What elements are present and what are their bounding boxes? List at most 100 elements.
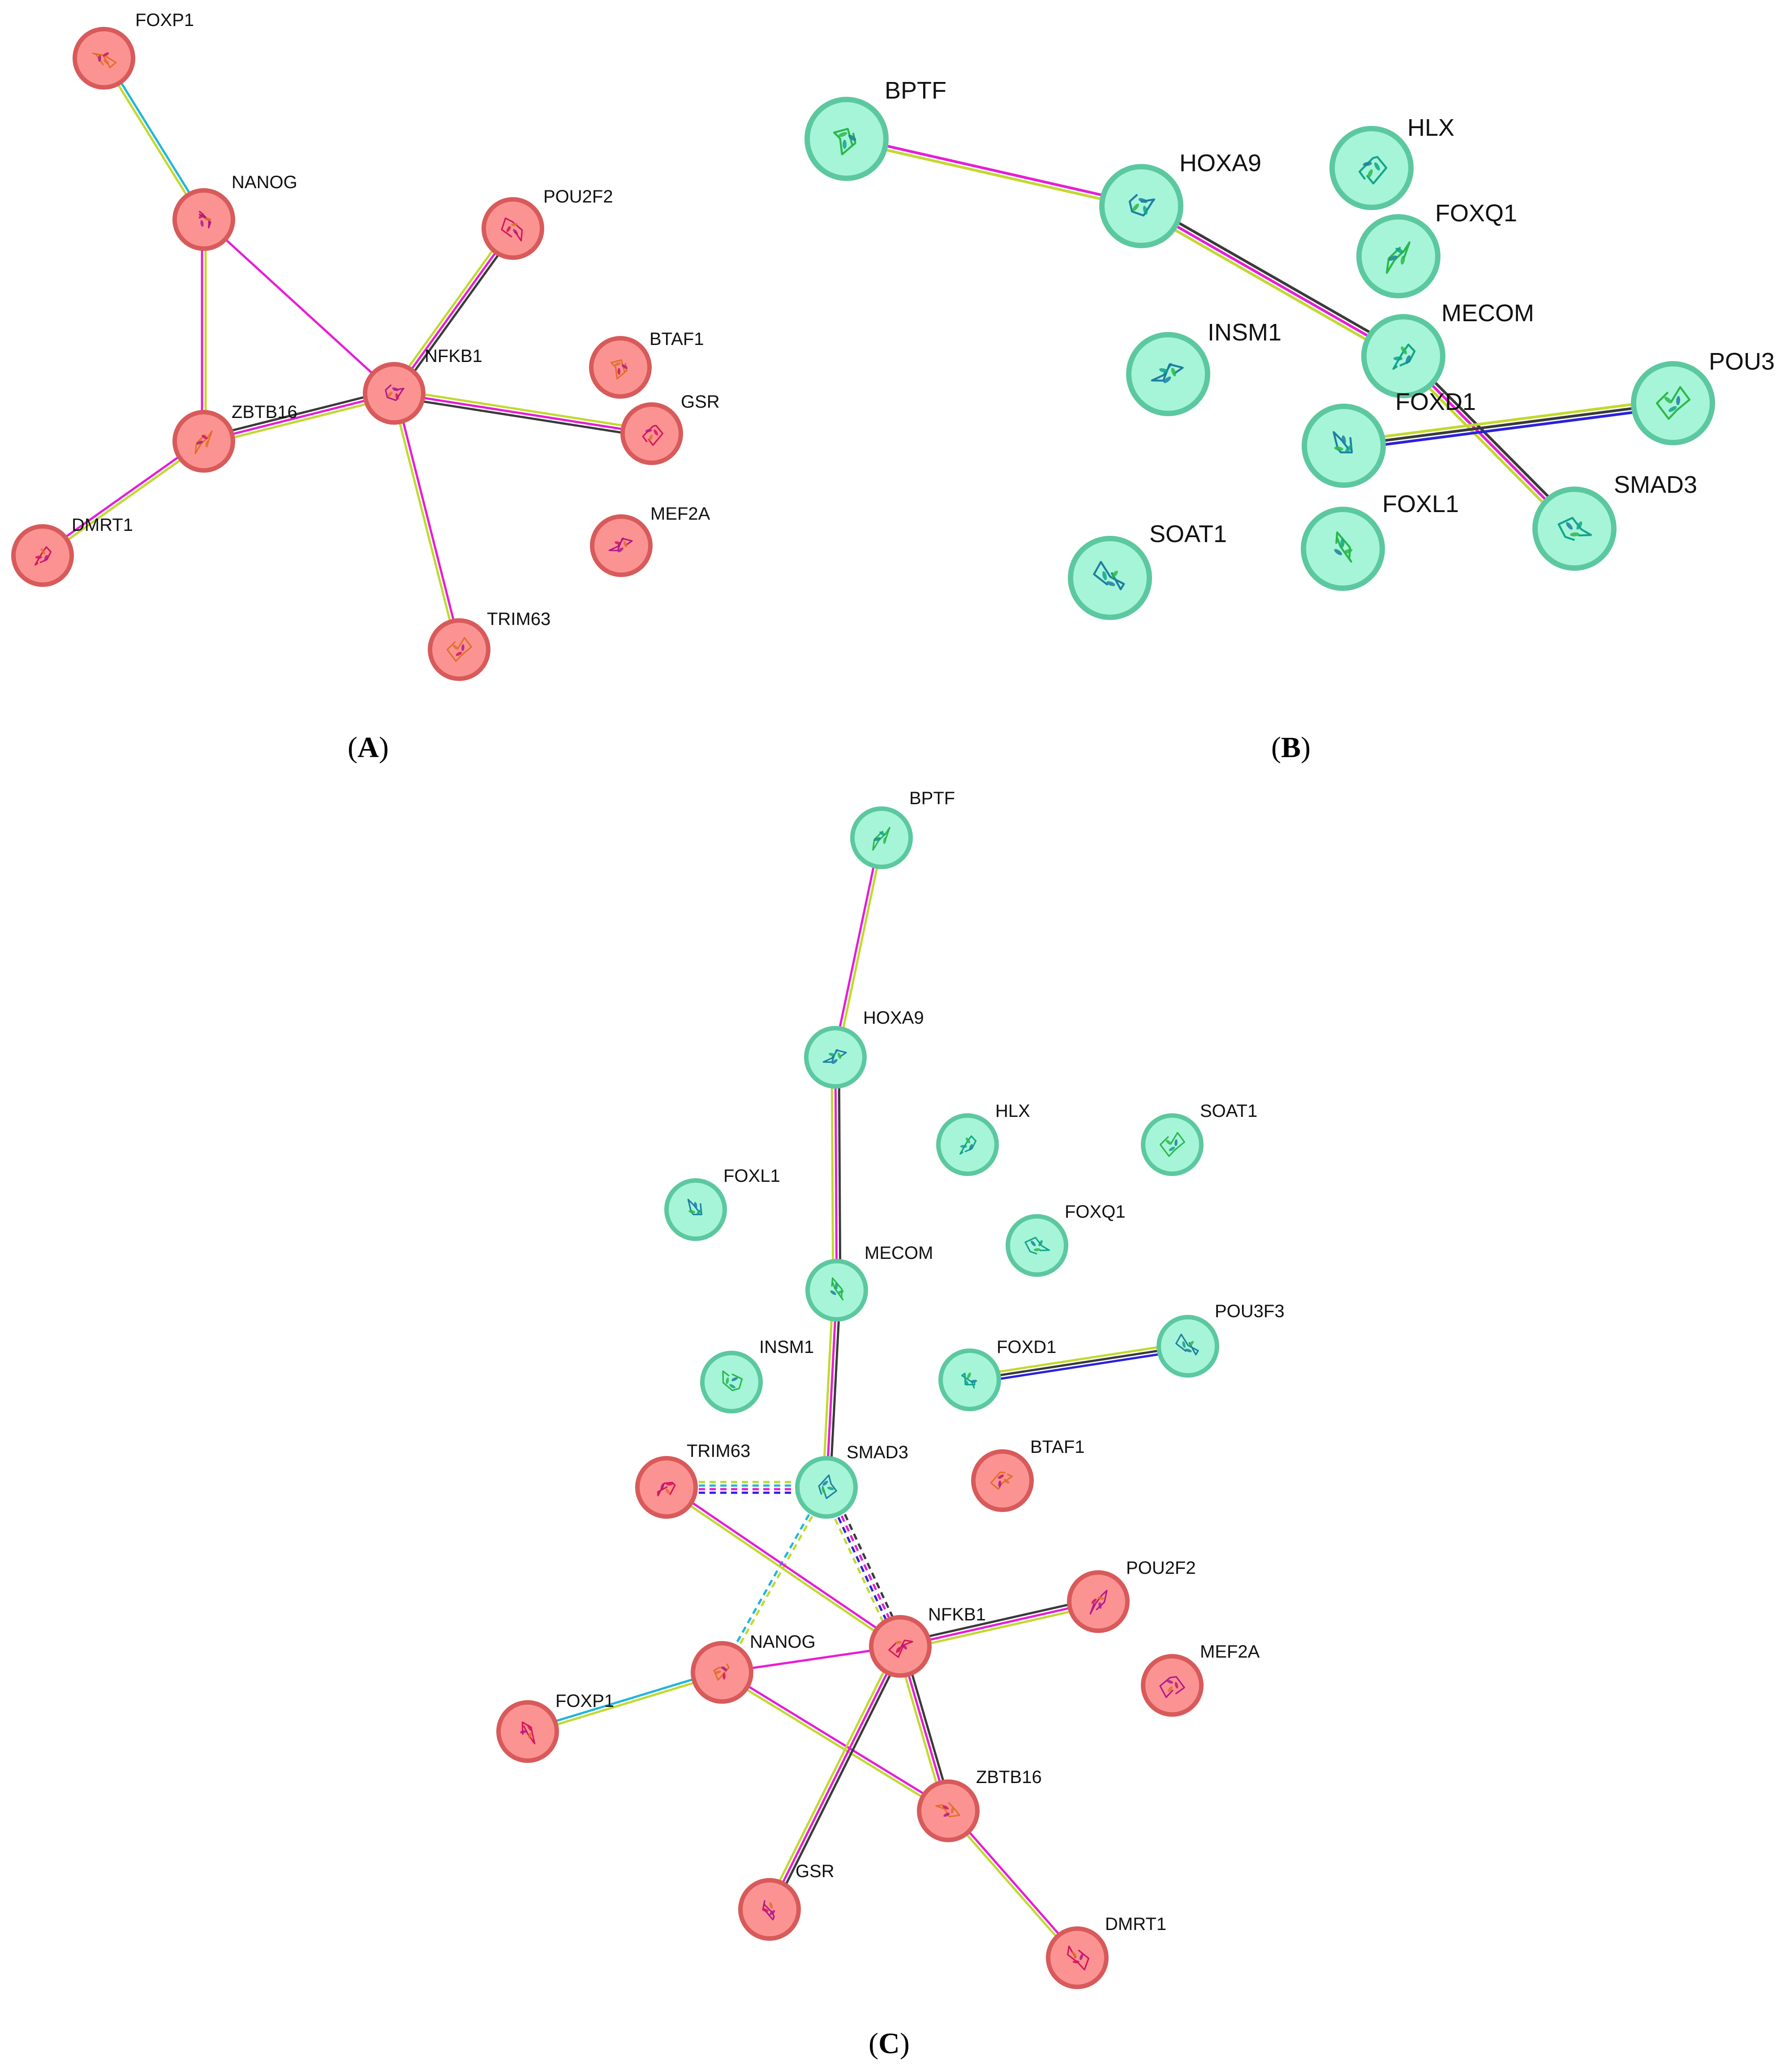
protein-structure-icon — [1159, 1676, 1185, 1698]
node-foxd1[interactable]: FOXD1 — [938, 1337, 1056, 1411]
node-dmrt1[interactable]: DMRT1 — [11, 515, 133, 587]
node-hlx[interactable]: HLX — [936, 1101, 1030, 1176]
edge-evidence-line-magenta — [667, 1485, 902, 1646]
protein-structure-icon — [642, 425, 664, 446]
node-label: NANOG — [232, 172, 297, 192]
node-hoxa9[interactable]: HOXA9 — [804, 1008, 924, 1089]
node-pou2f2[interactable]: POU2F2 — [1067, 1558, 1196, 1633]
node-circle — [620, 402, 683, 465]
node-pou3f3[interactable]: POU3F3 — [1157, 1301, 1285, 1378]
edge-evidence-line-yellow — [969, 1341, 1188, 1378]
node-nfkb1[interactable]: NFKB1 — [363, 346, 482, 425]
protein-structure-icon — [1385, 241, 1410, 274]
node-mecom[interactable]: MECOM — [805, 1243, 933, 1322]
node-label: FOXD1 — [997, 1337, 1056, 1357]
node-label: BTAF1 — [649, 329, 704, 349]
node-label: INSM1 — [759, 1337, 814, 1357]
node-label: SOAT1 — [1200, 1101, 1257, 1121]
node-foxp1[interactable]: FOXP1 — [496, 1691, 614, 1763]
node-hlx[interactable]: HLX — [1329, 114, 1454, 210]
node-bptf[interactable]: BPTF — [850, 788, 955, 869]
protein-structure-icon — [1067, 1945, 1089, 1971]
node-circle — [664, 1178, 727, 1241]
protein-structure-icon — [1159, 1132, 1185, 1157]
node-trim63[interactable]: TRIM63 — [635, 1441, 750, 1519]
node-dmrt1[interactable]: DMRT1 — [1046, 1914, 1166, 1989]
node-circle — [73, 27, 135, 90]
node-nanog[interactable]: NANOG — [691, 1632, 816, 1704]
node-pou2f2[interactable]: POU2F2 — [482, 187, 613, 260]
edge-evidence-line-black — [771, 1647, 905, 1912]
node-circle — [428, 618, 490, 681]
node-circle — [917, 1779, 980, 1842]
node-circle — [1068, 536, 1152, 620]
node-foxl1[interactable]: FOXL1 — [664, 1166, 780, 1241]
protein-structure-icon — [1656, 386, 1691, 420]
node-label: FOXP1 — [135, 10, 194, 30]
node-circle — [363, 362, 426, 425]
node-foxd1[interactable]: FOXD1 — [1302, 388, 1476, 488]
edge-bptf-hoxa9 — [846, 135, 1142, 210]
edge-foxp1-nanog — [527, 1669, 723, 1735]
node-bptf[interactable]: BPTF — [804, 77, 946, 181]
node-foxl1[interactable]: FOXL1 — [1301, 491, 1459, 591]
node-hoxa9[interactable]: HOXA9 — [1099, 150, 1261, 248]
node-circle — [1141, 1113, 1204, 1176]
node-circle — [1631, 361, 1715, 445]
node-circle — [1302, 404, 1386, 488]
node-insm1[interactable]: INSM1 — [700, 1337, 814, 1413]
node-nfkb1[interactable]: NFKB1 — [869, 1605, 986, 1678]
edge-nanog-nfkb1 — [203, 219, 395, 394]
edge-evidence-line-magenta — [949, 1809, 1079, 1958]
edge-evidence-line-magenta — [203, 219, 395, 394]
node-soat1[interactable]: SOAT1 — [1141, 1101, 1257, 1176]
protein-structure-icon — [657, 1482, 676, 1497]
edge-evidence-line-blue — [1344, 405, 1674, 451]
node-label: NFKB1 — [928, 1605, 986, 1624]
node-gsr[interactable]: GSR — [738, 1861, 834, 1941]
node-zbtb16[interactable]: ZBTB16 — [917, 1767, 1042, 1842]
node-label: INSM1 — [1208, 319, 1281, 346]
edge-foxd1-pou3f3 — [1343, 398, 1674, 451]
protein-structure-icon — [830, 1277, 844, 1301]
node-label: BPTF — [909, 788, 955, 808]
node-smad3[interactable]: SMAD3 — [1532, 471, 1697, 571]
protein-structure-icon — [385, 384, 404, 401]
node-mef2a[interactable]: MEF2A — [1141, 1642, 1260, 1717]
edge-evidence-line-black — [899, 1597, 1098, 1644]
node-pou3f3[interactable]: POU3F3 — [1631, 348, 1776, 445]
edge-evidence-line-yellow — [846, 139, 1141, 210]
node-circle — [1532, 487, 1617, 571]
node-insm1[interactable]: INSM1 — [1126, 319, 1281, 416]
node-foxq1[interactable]: FOXQ1 — [1006, 1202, 1126, 1277]
node-label: HOXA9 — [1179, 150, 1261, 177]
node-nanog[interactable]: NANOG — [172, 172, 297, 251]
edge-evidence-line-black — [1143, 201, 1406, 354]
node-mef2a[interactable]: MEF2A — [590, 504, 710, 577]
edge-evidence-line-magenta — [832, 837, 881, 1057]
node-label: MEF2A — [1200, 1642, 1260, 1662]
edge-evidence-line-yellow — [821, 1290, 834, 1487]
edge-foxp1-nanog — [101, 56, 206, 221]
node-btaf1[interactable]: BTAF1 — [971, 1437, 1085, 1512]
edge-zbtb16-dmrt1 — [946, 1809, 1079, 1960]
node-foxq1[interactable]: FOXQ1 — [1356, 200, 1517, 298]
node-mecom[interactable]: MECOM — [1361, 300, 1534, 398]
node-soat1[interactable]: SOAT1 — [1068, 521, 1227, 620]
protein-structure-icon — [822, 1049, 847, 1064]
node-smad3[interactable]: SMAD3 — [795, 1443, 908, 1519]
node-trim63[interactable]: TRIM63 — [428, 609, 550, 681]
protein-structure-icon — [1089, 1590, 1108, 1615]
node-label: MECOM — [1441, 300, 1534, 327]
panel-b-caption: (B) — [1271, 731, 1311, 764]
node-zbtb16[interactable]: ZBTB16 — [172, 402, 297, 473]
protein-structure-icon — [198, 211, 212, 229]
node-foxp1[interactable]: FOXP1 — [73, 10, 194, 90]
node-btaf1[interactable]: BTAF1 — [589, 329, 704, 399]
edge-nanog-zbtb16 — [720, 1670, 950, 1814]
node-circle — [1157, 1315, 1219, 1378]
edge-evidence-line-yellow — [836, 838, 885, 1058]
node-gsr[interactable]: GSR — [620, 392, 720, 465]
